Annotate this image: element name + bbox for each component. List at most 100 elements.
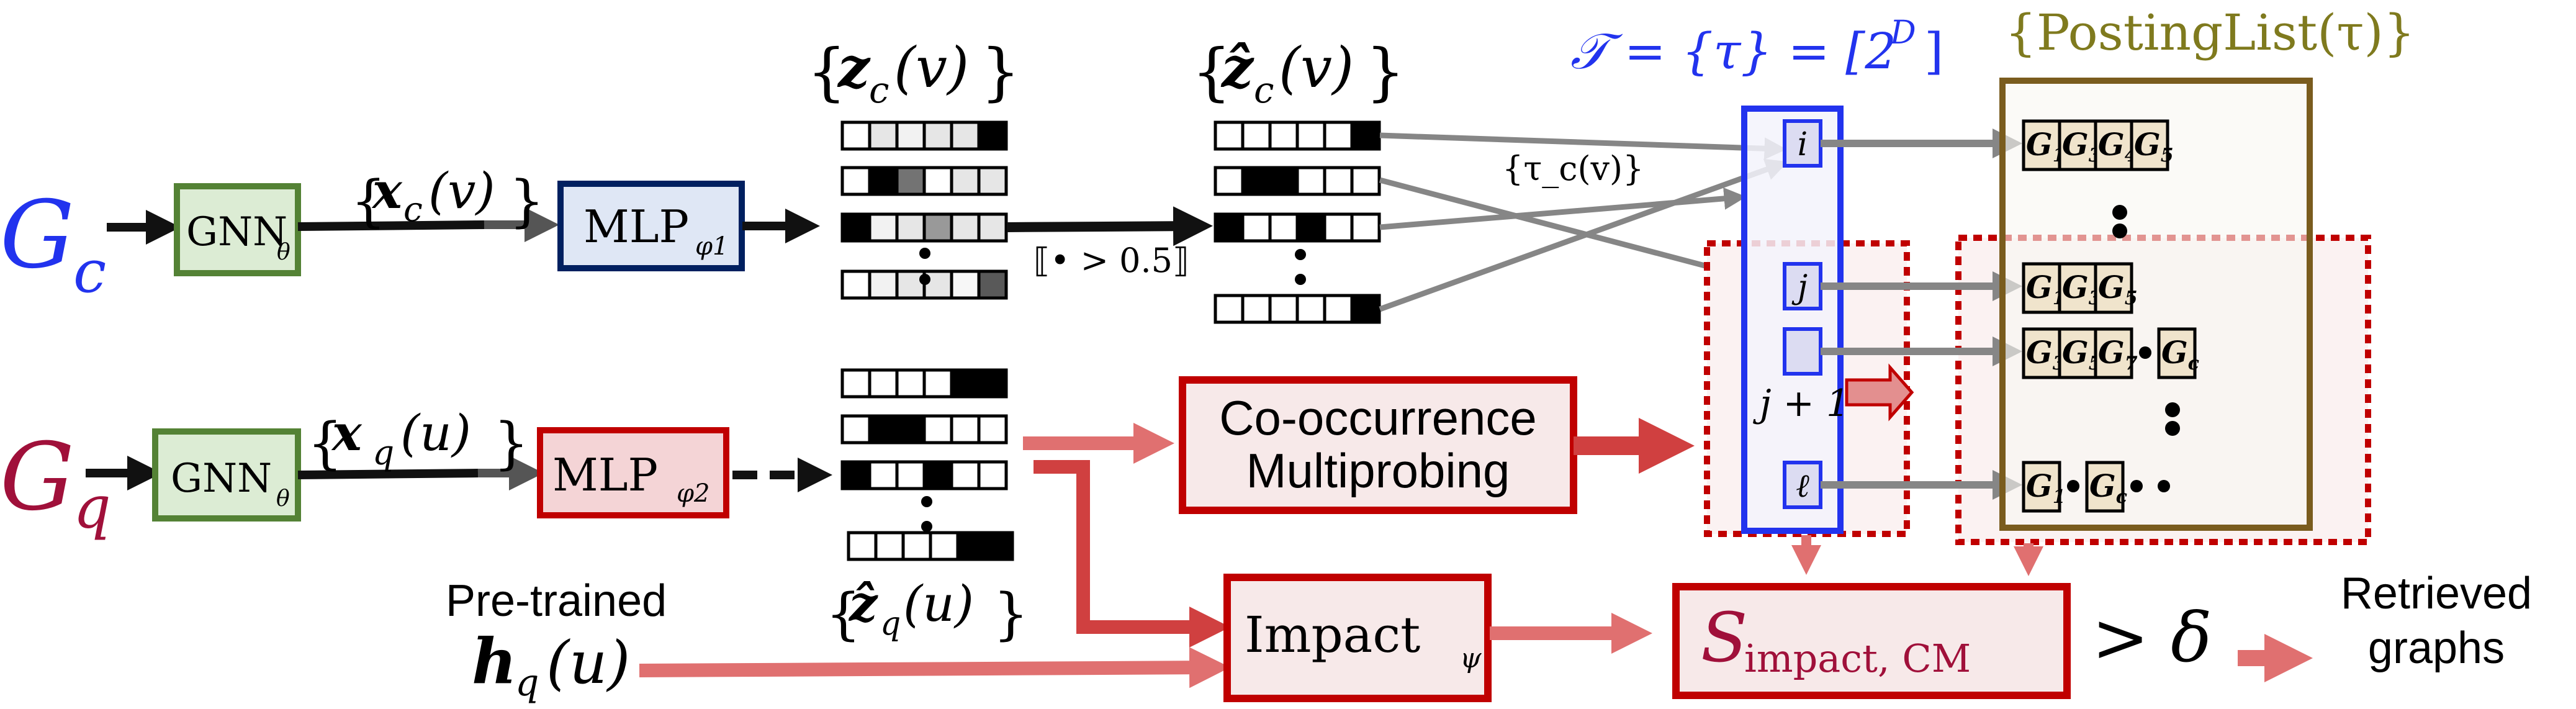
- pretrained-h-label: h q (u): [472, 625, 630, 705]
- posting-list-row: G1 Gc: [2022, 461, 2170, 513]
- threshold-arrow: [1006, 206, 1213, 246]
- vector-cell: [929, 531, 960, 561]
- vector-cell: [1214, 294, 1245, 324]
- vector-row: [1214, 294, 1381, 324]
- vector-cell: [922, 460, 953, 490]
- embedding-arg: (u): [400, 404, 471, 462]
- embedding-sub: q: [372, 433, 394, 472]
- vector-cell: [1268, 212, 1299, 243]
- vector-cell: [895, 269, 926, 300]
- vector-cell: [1323, 120, 1354, 151]
- ellipsis-dot: [919, 274, 930, 285]
- brace-open: {: [307, 411, 343, 476]
- hash-label: {τ_c(v)}: [1502, 149, 1644, 188]
- hash-arrow: [1379, 132, 1787, 160]
- vector-cell: [1295, 166, 1326, 196]
- query-embedding-label: { x q (u) }: [307, 404, 529, 476]
- vector-cell: [977, 120, 1008, 151]
- binary-vectors-label: { ẑ c (v) }: [1192, 35, 1405, 111]
- query-graph-label: G q: [0, 423, 111, 542]
- posting-title: {PostingList(τ)}: [2005, 4, 2415, 61]
- ellipsis-dot: [921, 496, 932, 507]
- vector-cell: [868, 460, 899, 490]
- retrieved-line1: Retrieved: [2341, 569, 2532, 618]
- posting-entry[interactable]: Gc: [2157, 327, 2199, 379]
- embedding-x: x: [371, 161, 403, 220]
- binary-query-vectors: [840, 368, 1014, 561]
- query-gnn-label: GNN: [171, 456, 272, 502]
- query-embed-line: [297, 469, 479, 479]
- query-gnn-box[interactable]: GNN θ: [152, 428, 301, 522]
- posting-entry[interactable]: G7: [2094, 327, 2138, 379]
- query-mlp-box[interactable]: MLP φ2: [537, 427, 729, 518]
- vector-cell: [840, 460, 871, 490]
- vector-cell: [868, 212, 899, 243]
- vector-cell: [840, 120, 871, 151]
- vector-cell: [1268, 294, 1299, 324]
- vector-row: [1214, 120, 1381, 151]
- vector-cell: [1268, 166, 1299, 196]
- vector-cell: [950, 166, 981, 196]
- binary-corpus-vectors: [1214, 120, 1381, 324]
- vector-cell: [847, 531, 878, 561]
- bucket-item[interactable]: i: [1783, 119, 1822, 168]
- corpus-mlp-label: MLP: [583, 201, 689, 253]
- score-symbol: S: [1701, 598, 1747, 677]
- brace-close: }: [509, 169, 544, 234]
- query-graph-subscript: q: [73, 474, 111, 542]
- vector-cell: [1350, 120, 1381, 151]
- cooccurrence-box[interactable]: Co-occurrence Multiprobing: [1179, 376, 1577, 514]
- posting-entry[interactable]: G5: [2094, 262, 2138, 314]
- ellipsis-dot: [2130, 480, 2143, 492]
- embedding-sub: c: [403, 189, 423, 229]
- relaxed-z: z: [837, 35, 871, 101]
- ellipsis-dot: [2139, 346, 2151, 359]
- posting-entry[interactable]: G5: [2130, 119, 2174, 171]
- bucket-item[interactable]: [1783, 327, 1822, 376]
- posting-entry[interactable]: G3: [2058, 119, 2102, 171]
- corpus-mlp-sub: φ1: [695, 232, 728, 261]
- vector-cell: [922, 368, 953, 399]
- vector-cell: [1241, 294, 1272, 324]
- vector-cell: [977, 460, 1008, 490]
- binary-arg: (u): [903, 575, 974, 633]
- threshold-delta: > δ: [2092, 598, 2212, 677]
- vector-cell: [1214, 212, 1245, 243]
- corpus-mlp-box[interactable]: MLP φ1: [557, 181, 745, 271]
- corpus-gnn-box[interactable]: GNN θ: [174, 183, 301, 276]
- bucket-items: i j ℓ: [1783, 119, 2022, 509]
- relaxed-arg: (v): [894, 35, 969, 101]
- corpus-gnn-sub: θ: [277, 240, 290, 265]
- vector-cell: [895, 166, 926, 196]
- bucket-item[interactable]: ℓ: [1783, 461, 1822, 509]
- vector-cell: [1241, 166, 1272, 196]
- score-sub: impact, CM: [1744, 636, 1971, 681]
- ellipsis-dot: [2112, 224, 2127, 238]
- relaxed-vectors-label: { z c (v) }: [807, 35, 1020, 111]
- vector-cell: [1323, 212, 1354, 243]
- vector-cell: [1350, 212, 1381, 243]
- vector-row: [840, 460, 1008, 490]
- bucket-item[interactable]: j: [1783, 262, 1822, 310]
- vector-cell: [868, 269, 899, 300]
- posting-entry[interactable]: Gc: [2085, 461, 2127, 513]
- pretrained-label: Pre-trained: [446, 576, 667, 626]
- ellipsis-dot: [921, 521, 932, 532]
- posting-entry[interactable]: G1: [2022, 461, 2066, 513]
- ellipsis-dot: [919, 248, 930, 259]
- embedding-x: x: [331, 404, 363, 462]
- relaxed-vectors: [840, 120, 1008, 300]
- query-binary-label: { ẑ q (u) }: [826, 574, 1029, 647]
- vector-cell: [868, 414, 899, 445]
- vector-row: [840, 414, 1008, 445]
- vector-cell: [895, 212, 926, 243]
- vector-cell: [977, 212, 1008, 243]
- impact-box[interactable]: Impact ψ: [1223, 574, 1492, 702]
- brace-close: }: [493, 411, 529, 476]
- impact-sub: ψ: [1460, 643, 1482, 674]
- vector-cell: [895, 460, 926, 490]
- score-box[interactable]: S impact, CM: [1672, 583, 2071, 699]
- vector-cell: [950, 414, 981, 445]
- vector-cell: [1214, 120, 1245, 151]
